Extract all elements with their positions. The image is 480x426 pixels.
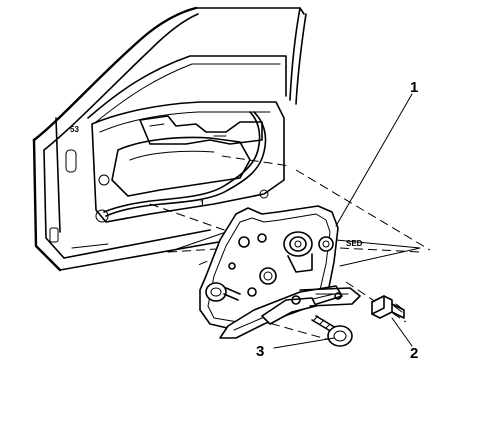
door-frame xyxy=(32,6,307,272)
callout-1: 1 xyxy=(410,79,418,96)
callout-3: 3 xyxy=(256,343,264,360)
callout-2: 2 xyxy=(410,345,418,362)
door-seal-label: 53 xyxy=(70,125,79,134)
panel-mark: SED xyxy=(346,239,363,248)
bolt-lower xyxy=(311,315,353,347)
leader-lines xyxy=(273,93,413,349)
bolt-front xyxy=(371,295,405,319)
inner-door-panel: 53 1 xyxy=(70,101,285,223)
door-small-mark: 1 xyxy=(200,199,205,208)
window-regulator: SED xyxy=(199,205,363,339)
